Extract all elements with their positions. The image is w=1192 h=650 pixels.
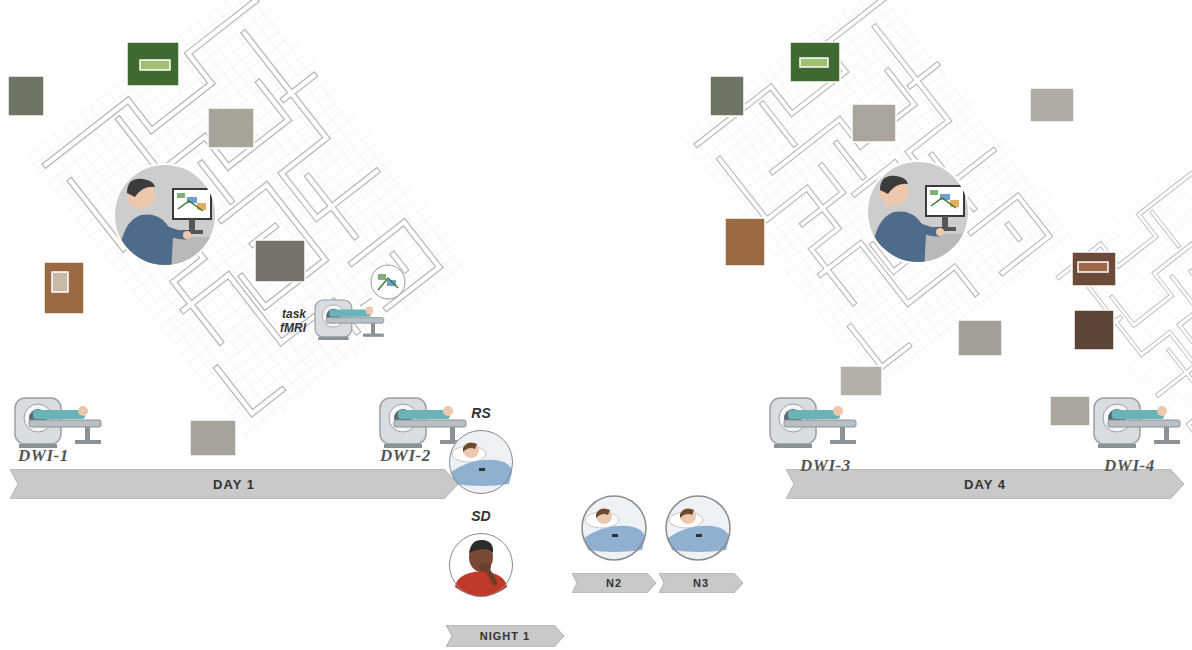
condition-label: RS: [450, 405, 512, 421]
band-label: NIGHT 1: [480, 630, 530, 642]
condition-circle: RS: [449, 430, 513, 494]
band-label: DAY 1: [213, 477, 255, 492]
timeline-band: N3: [659, 573, 743, 593]
band-label: N2: [606, 577, 622, 589]
timeline-band: N2: [572, 573, 656, 593]
dwi-label: DWI-3: [800, 456, 851, 476]
dwi-label: DWI-4: [1104, 456, 1155, 476]
condition-circle: SD: [449, 533, 513, 597]
band-label: DAY 4: [964, 477, 1006, 492]
band-label: N3: [693, 577, 709, 589]
condition-label: SD: [450, 508, 512, 524]
timeline-band: NIGHT 1: [446, 625, 564, 647]
dwi-label: DWI-2: [380, 446, 431, 466]
scan-label: task fMRI: [270, 308, 306, 336]
dwi-label: DWI-1: [18, 446, 69, 466]
timeline-band: DAY 1: [10, 469, 458, 499]
